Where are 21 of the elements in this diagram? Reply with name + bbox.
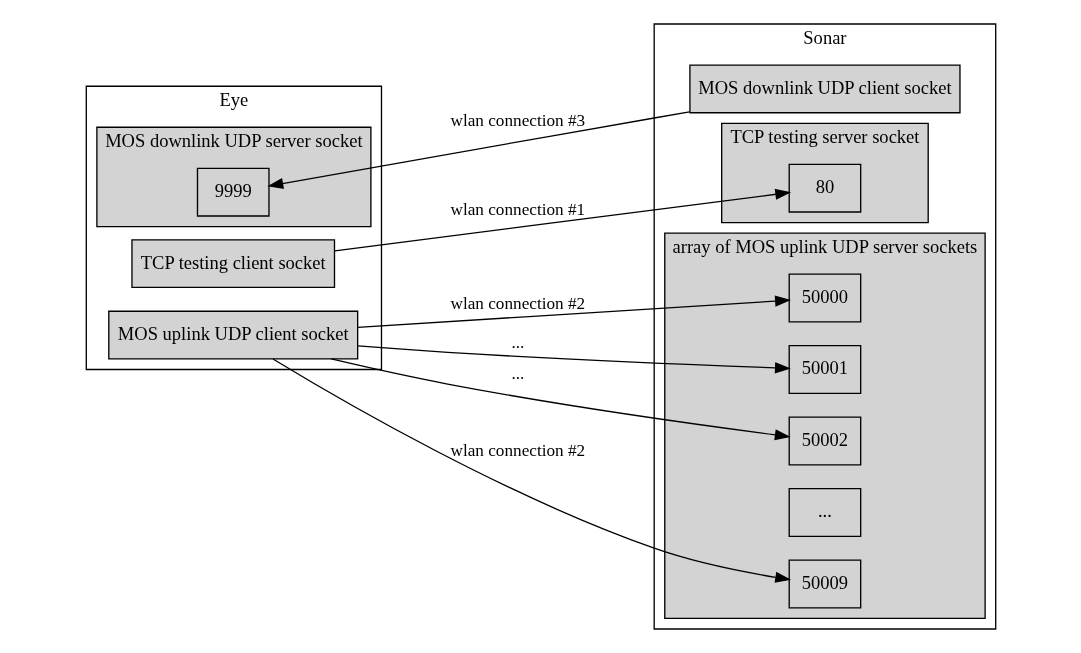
edge-label: wlan connection #1 — [450, 200, 585, 220]
node-box: MOS downlink UDP client socket — [688, 64, 961, 114]
node-box: 50002 — [788, 416, 861, 466]
edge-label: wlan connection #2 — [450, 294, 585, 314]
edge-label: ... — [510, 364, 524, 384]
node-box: MOS uplink UDP client socket — [107, 310, 358, 360]
node-box: 50001 — [788, 345, 861, 394]
arrow — [333, 188, 791, 252]
edge-label: wlan connection #2 — [450, 441, 585, 461]
node-box: 80 — [788, 163, 861, 213]
node-box: ... — [788, 488, 861, 537]
node-box: TCP testing client socket — [130, 239, 335, 289]
node-box: 50009 — [788, 559, 861, 609]
arrow — [356, 345, 791, 374]
edge-label: wlan connection #3 — [450, 111, 585, 131]
arrow — [266, 111, 690, 189]
arrow — [271, 358, 791, 583]
node-box: 50000 — [788, 273, 861, 323]
edge-label: ... — [510, 332, 524, 352]
node-box: 9999 — [196, 167, 270, 217]
arrow — [356, 295, 791, 329]
